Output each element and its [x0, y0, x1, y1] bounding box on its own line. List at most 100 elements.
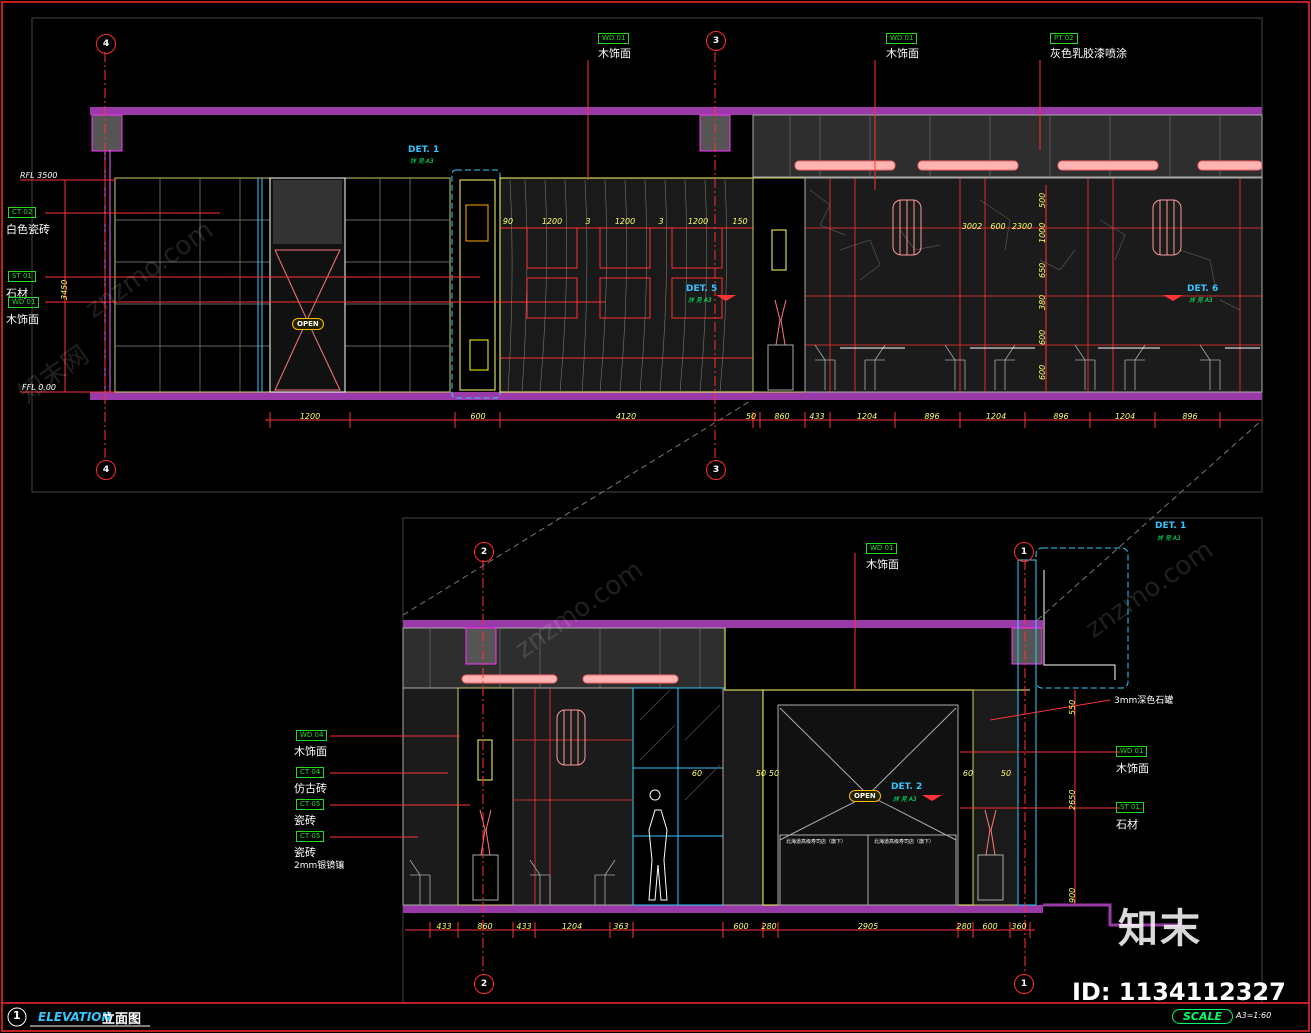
dim: 50 — [745, 412, 757, 421]
det2-title: DET. 2 — [891, 782, 923, 792]
level-top: RFL 3500 — [20, 171, 58, 180]
grid-bubble-3-bottom: 3 — [706, 460, 726, 480]
dim: 50 — [1000, 769, 1012, 778]
callout-text: 瓷砖 — [294, 846, 316, 859]
resource-id: ID: 1134112327 — [1072, 978, 1286, 1006]
callout-tag: WD 01 — [598, 33, 630, 44]
dim-vertical: 380 — [1038, 294, 1047, 310]
title-circle — [7, 1007, 27, 1027]
floor-band — [403, 905, 1043, 913]
level-bottom: FFL 0.00 — [22, 383, 57, 392]
det5-sub: 詳 見 A3 — [688, 297, 712, 304]
brand-logo: 知末 — [1118, 906, 1202, 952]
callout-text: 木饰面 — [294, 745, 327, 758]
dim: 50 — [768, 769, 780, 778]
det1-outline — [1035, 547, 1129, 689]
niche-column — [752, 177, 806, 393]
dim: 4120 — [615, 412, 637, 421]
callout-text: 瓷砖 — [294, 814, 316, 827]
callout-text: 石材 — [1116, 818, 1138, 831]
callout-tag: ST 01 — [1116, 802, 1144, 813]
dim: 600 — [733, 922, 749, 931]
dim: 60 — [962, 769, 974, 778]
dim-vertical: 1000 — [1038, 222, 1047, 243]
dim: 1200 — [614, 217, 636, 226]
dim: 2905 — [857, 922, 879, 931]
match-line — [402, 394, 761, 616]
dim: 2300 — [1011, 222, 1033, 231]
dim: 896 — [1182, 412, 1198, 421]
dim: 150 — [732, 217, 748, 226]
callout-tag: WD 01 — [866, 543, 898, 554]
open-sign: OPEN — [292, 318, 324, 330]
dim: 363 — [613, 922, 629, 931]
dim: 280 — [956, 922, 972, 931]
dim: 50 — [755, 769, 767, 778]
statue — [479, 809, 492, 856]
dim: 600 — [470, 412, 486, 421]
det1-sub: 詳 見 A3 — [1157, 535, 1181, 542]
dim-vertical: 500 — [1038, 192, 1047, 208]
niche-column — [457, 687, 514, 906]
column — [1011, 627, 1043, 665]
dim: 3002 — [961, 222, 983, 231]
dim: 600 — [982, 922, 998, 931]
stone-wall — [402, 687, 459, 906]
dim: 1200 — [541, 217, 563, 226]
dim-vertical: 550 — [1068, 699, 1077, 715]
grid-bubble-2-bottom: 2 — [474, 974, 494, 994]
statue — [774, 299, 787, 346]
grid-bubble-4-top: 4 — [96, 34, 116, 54]
det1-sub: 詳 見 A3 — [410, 158, 434, 165]
dim: 3 — [585, 217, 591, 226]
dim: 1204 — [561, 922, 583, 931]
floor-band — [90, 392, 1262, 400]
callout-text: 木饰面 — [866, 558, 899, 571]
det6-marker — [1163, 295, 1183, 301]
callout-text: 木饰面 — [886, 47, 919, 60]
callout-tag: CT 04 — [296, 767, 325, 778]
shop-sign: 北海道高级寿司店（旗下） — [874, 839, 935, 845]
dim: 600 — [990, 222, 1006, 231]
dim: 90 — [502, 217, 514, 226]
callout-text: 木饰面 — [1116, 762, 1149, 775]
door-texture — [273, 180, 342, 244]
match-line — [1014, 419, 1263, 641]
dim-vertical: 650 — [1038, 262, 1047, 278]
callout-text: 石材 — [6, 287, 28, 300]
dim: 1200 — [687, 217, 709, 226]
stone-wall — [804, 177, 1263, 393]
title-en: ELEVATION — [38, 1010, 112, 1024]
callout-tag: WD 01 — [886, 33, 918, 44]
ceiling-band — [403, 620, 1043, 628]
dim: 1204 — [985, 412, 1007, 421]
callout-tag: PT 02 — [1050, 33, 1078, 44]
callout-text: 仿古砖 — [294, 782, 327, 795]
dim: 1204 — [856, 412, 878, 421]
column — [465, 627, 497, 665]
dim: 1204 — [1114, 412, 1136, 421]
det1-title: DET. 1 — [408, 145, 440, 155]
grid-bubble-2-top: 2 — [474, 542, 494, 562]
callout-text: 木饰面 — [598, 47, 631, 60]
det2-sub: 詳 見 A3 — [893, 796, 917, 803]
glass-note: 3mm深色石罐 — [1114, 696, 1174, 706]
dim: 860 — [477, 922, 493, 931]
callout-tag: CT 02 — [8, 207, 37, 218]
column — [91, 114, 123, 152]
grid-bubble-1-bottom: 1 — [1014, 974, 1034, 994]
callout-tag: CT 05 — [296, 799, 325, 810]
mirror-note: 2mm银镜镶 — [294, 861, 345, 871]
title-cn: 立面图 — [102, 1012, 142, 1027]
open-sign: OPEN — [849, 790, 881, 802]
det6-sub: 詳 見 A3 — [1189, 297, 1213, 304]
ceiling-band — [90, 107, 1262, 115]
dim: 1200 — [299, 412, 321, 421]
callout-text: 木饰面 — [6, 313, 39, 326]
dim: 60 — [691, 769, 703, 778]
det6-title: DET. 6 — [1187, 284, 1219, 294]
grid-bubble-3-top: 3 — [706, 31, 726, 51]
dim: 3 — [658, 217, 664, 226]
callout-tag: WD 04 — [296, 730, 328, 741]
